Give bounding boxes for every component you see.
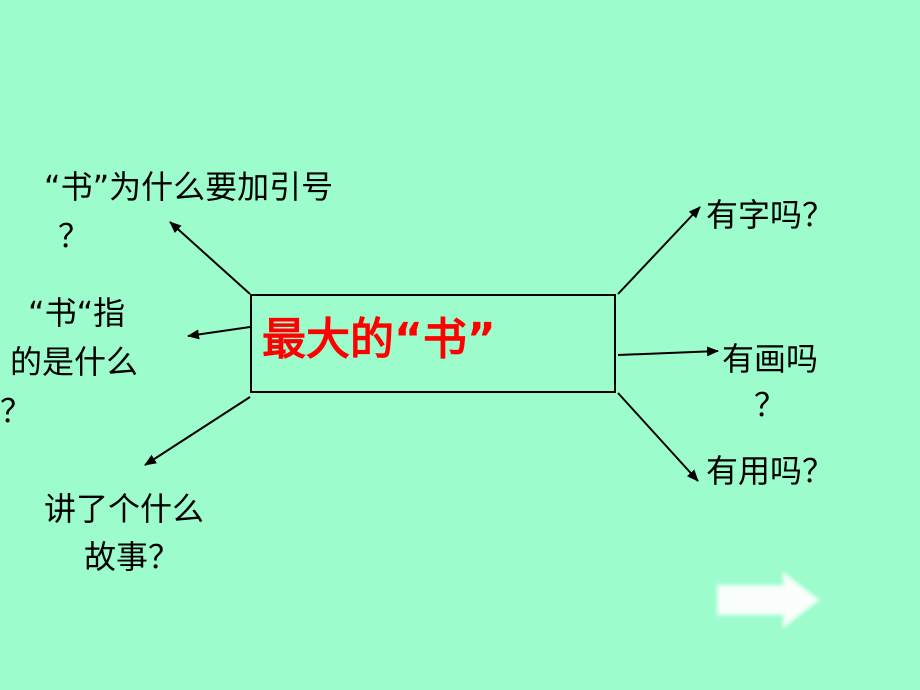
question-why-quotes-line1: “书”为什么要加引号: [44, 168, 334, 206]
question-why-quotes-line2: ？: [58, 217, 91, 255]
question-is-useful: 有用吗？: [706, 452, 835, 490]
center-box: [250, 294, 616, 393]
question-what-story-line1: 讲了个什么: [44, 490, 205, 528]
question-what-refers-line1: “书“指: [28, 294, 126, 332]
question-what-refers-line2: 的是什么: [10, 343, 139, 381]
question-has-words: 有字吗？: [706, 196, 835, 234]
arrow-to-what-story: [144, 396, 251, 466]
question-has-pictures-line1: 有画吗: [722, 340, 819, 378]
arrow-to-has-pictures: [617, 346, 719, 357]
arrow-to-is-useful: [617, 392, 699, 482]
arrow-to-what-refers: [187, 326, 251, 340]
arrow-to-why-quotes: [169, 221, 251, 295]
question-what-story-line2: 故事？: [84, 538, 181, 576]
center-title: 最大的“书”: [262, 314, 496, 365]
question-what-refers-line3: ？: [0, 392, 33, 430]
question-has-pictures-line2: ？: [754, 386, 787, 424]
next-arrow-icon[interactable]: [712, 570, 824, 630]
arrow-to-has-words: [617, 206, 701, 295]
